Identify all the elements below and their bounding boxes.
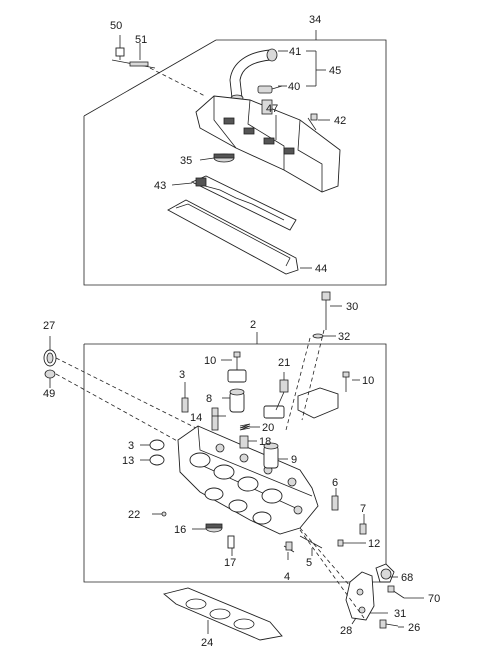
lower-callouts <box>140 359 424 634</box>
label-8: 8 <box>206 393 212 405</box>
spring-20-part <box>239 423 251 431</box>
stud-5-part <box>299 535 323 549</box>
label-27: 27 <box>43 320 55 332</box>
head-cover-part <box>195 95 341 193</box>
label-20: 20 <box>262 422 274 434</box>
lifter-9-part <box>263 442 279 469</box>
label-70: 70 <box>428 593 440 605</box>
bracket-28-part <box>345 571 375 621</box>
label-10a: 10 <box>204 355 216 367</box>
label-47: 47 <box>266 103 278 115</box>
label-4: 4 <box>284 571 290 583</box>
label-5: 5 <box>306 557 312 569</box>
cam-cap-mid-part <box>263 405 285 419</box>
label-3a: 3 <box>179 369 185 381</box>
cam-cap-10a-part <box>227 351 247 383</box>
label-13: 13 <box>122 455 134 467</box>
cam-cap-10b-part <box>297 371 350 419</box>
label-10b: 10 <box>362 375 374 387</box>
label-7: 7 <box>360 503 366 515</box>
valve-14-part <box>211 407 219 431</box>
label-44: 44 <box>315 263 327 275</box>
label-14: 14 <box>190 412 202 424</box>
label-12: 12 <box>368 538 380 550</box>
label-42: 42 <box>334 115 346 127</box>
plug-49-part <box>44 369 56 388</box>
label-3b: 3 <box>128 440 134 452</box>
sensor-68-part <box>375 563 395 583</box>
gasket-44-part <box>167 199 299 275</box>
label-32: 32 <box>338 331 350 343</box>
seal-16-part <box>205 523 223 533</box>
cover-group-frame <box>83 30 387 286</box>
gasket-43-part <box>190 175 297 231</box>
label-2: 2 <box>250 319 256 331</box>
label-28: 28 <box>340 625 352 637</box>
bolt-42-part <box>307 113 318 131</box>
seal-27-part <box>43 336 57 367</box>
label-50: 50 <box>110 20 122 32</box>
bolt-6-part <box>331 495 339 511</box>
lifter-8-part <box>229 388 245 413</box>
label-31: 31 <box>394 608 406 620</box>
label-40: 40 <box>288 81 300 93</box>
upper-callouts <box>171 50 330 269</box>
label-9: 9 <box>291 454 297 466</box>
head-gasket-part <box>163 587 283 641</box>
pcv-valve-part <box>257 85 283 94</box>
label-24: 24 <box>201 637 213 649</box>
stud-4-part <box>283 541 295 553</box>
guide-lines <box>285 329 365 619</box>
bolt-7-part <box>359 523 367 535</box>
label-6: 6 <box>332 477 338 489</box>
label-35: 35 <box>180 155 192 167</box>
washer-32-part <box>312 333 336 339</box>
label-16: 16 <box>174 524 186 536</box>
stud-51-part <box>129 43 149 67</box>
label-45: 45 <box>329 65 341 77</box>
label-43: 43 <box>154 180 166 192</box>
plug-3-part <box>149 439 165 451</box>
stud-3-part <box>181 382 189 413</box>
sensor-21-part <box>275 379 289 411</box>
pin-17-part <box>227 535 235 549</box>
bolt-30-part <box>321 291 342 330</box>
label-22: 22 <box>128 509 140 521</box>
label-49: 49 <box>43 388 55 400</box>
label-41: 41 <box>289 46 301 58</box>
bolt-12-part <box>337 539 360 547</box>
oil-cap-part <box>213 153 235 163</box>
dowel-22-part <box>152 511 167 517</box>
label-51: 51 <box>135 34 147 46</box>
label-17: 17 <box>224 557 236 569</box>
label-26: 26 <box>408 622 420 634</box>
label-18: 18 <box>259 436 271 448</box>
bolt-70-part <box>387 585 405 599</box>
seal-18-part <box>239 435 249 449</box>
label-34: 34 <box>309 14 321 26</box>
cylinder-head-part <box>177 425 319 535</box>
plug-13-part <box>149 454 165 466</box>
label-68: 68 <box>401 572 413 584</box>
label-30: 30 <box>346 301 358 313</box>
label-21: 21 <box>278 357 290 369</box>
bolt-26-part <box>379 619 399 629</box>
